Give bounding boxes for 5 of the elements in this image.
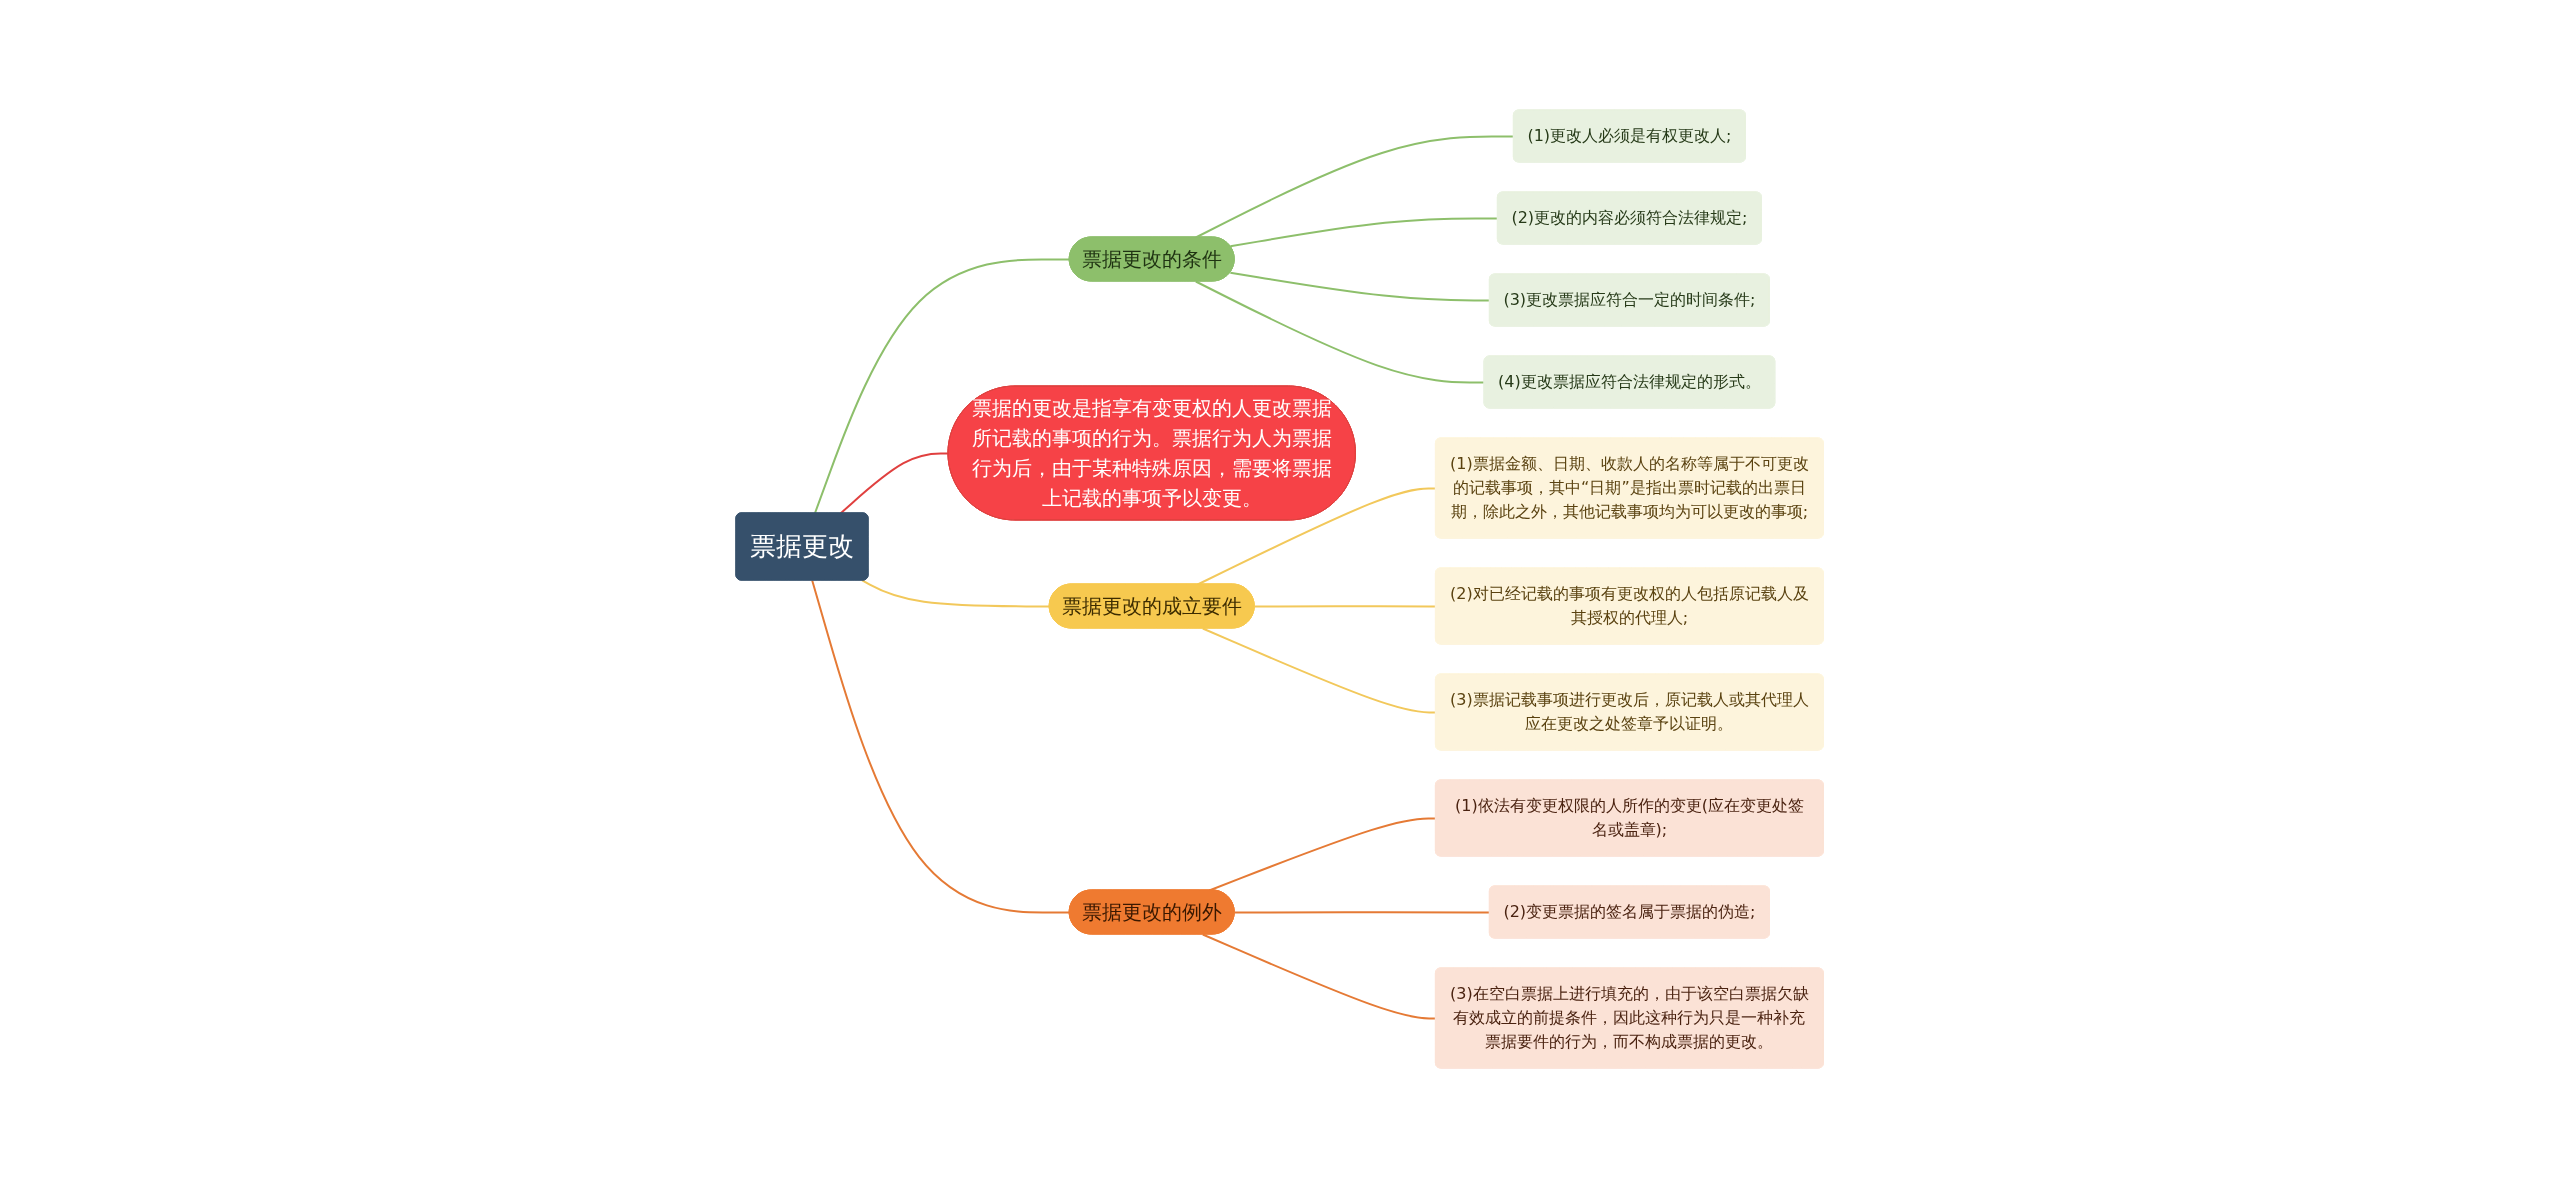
- connector: [861, 579, 1051, 607]
- connector: [839, 451, 950, 514]
- connector: [1195, 280, 1486, 383]
- connector: [811, 579, 1071, 913]
- connector: [814, 257, 1071, 514]
